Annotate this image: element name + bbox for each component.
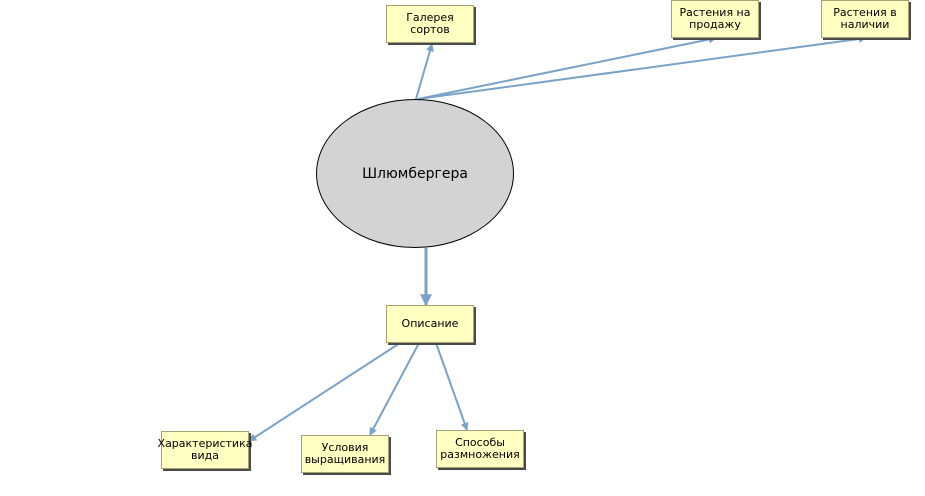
node-growing[interactable]: Условия выращивания	[301, 435, 389, 473]
node-description[interactable]: Описание	[386, 305, 474, 343]
node-description-label: Описание	[401, 317, 459, 330]
connector-to-growing	[369, 342, 420, 436]
connector-to-propagation	[435, 342, 469, 431]
node-in-stock[interactable]: Растения в наличии	[821, 0, 909, 38]
connector-to-species	[248, 342, 401, 442]
node-species-label: Характеристика вида	[157, 437, 253, 462]
central-node-label: Шлюмбергера	[362, 165, 468, 182]
central-node[interactable]: Шлюмбергера	[316, 99, 514, 248]
connector-to-gallery	[415, 43, 434, 100]
node-for-sale-label: Растения на продажу	[679, 6, 751, 31]
node-propagation[interactable]: Способы размножения	[436, 430, 524, 468]
node-gallery[interactable]: Галерея сортов	[386, 5, 474, 43]
node-in-stock-label: Растения в наличии	[833, 6, 897, 31]
node-species[interactable]: Характеристика вида	[158, 431, 252, 469]
node-gallery-label: Галерея сортов	[406, 11, 454, 36]
node-for-sale[interactable]: Растения на продажу	[671, 0, 759, 38]
connector-to-for-sale	[417, 35, 717, 100]
connector-to-in-stock	[417, 35, 867, 100]
node-growing-label: Условия выращивания	[304, 441, 386, 466]
node-propagation-label: Способы размножения	[440, 436, 520, 461]
